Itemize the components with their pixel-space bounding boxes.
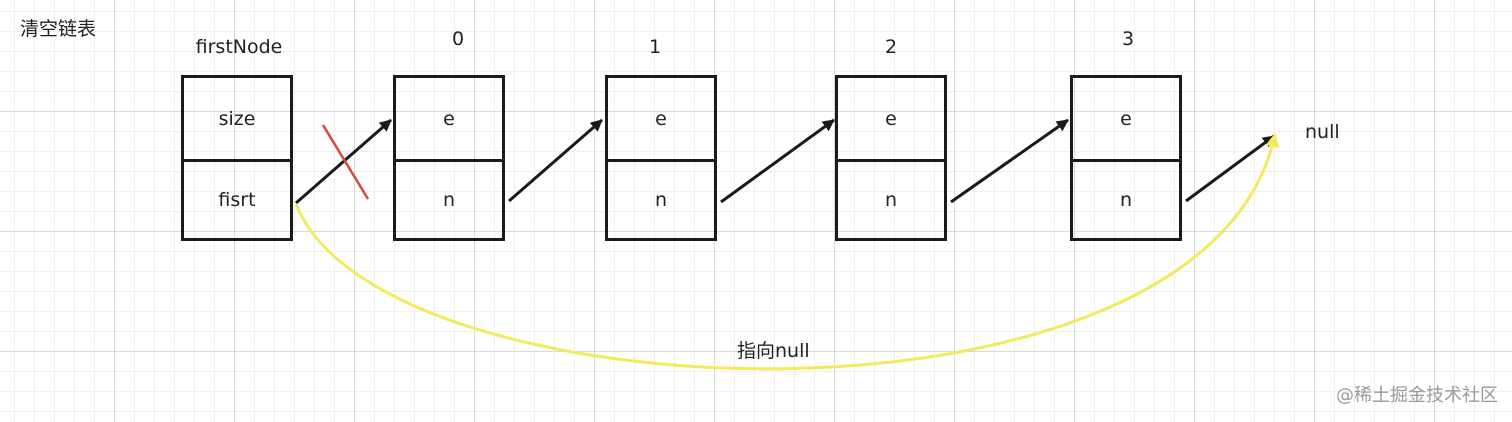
node-2-element: e <box>838 78 944 162</box>
node-index-2: 2 <box>884 36 898 58</box>
head-node: size fisrt <box>181 75 293 241</box>
node-index-3: 3 <box>1121 28 1135 50</box>
cross-out-mark <box>321 124 370 200</box>
list-node-3: e n <box>1070 75 1182 241</box>
node-3-next: n <box>1119 189 1133 211</box>
node-2-next: n <box>884 189 898 211</box>
node-index-1: 1 <box>648 36 662 58</box>
pointer-arrow-1-to-2 <box>720 118 835 204</box>
diagram-title: 清空链表 <box>20 18 97 40</box>
node-3-element: e <box>1073 78 1179 162</box>
null-pointer-curve <box>294 132 1280 371</box>
pointer-arrow-2-to-3 <box>950 118 1069 204</box>
head-first-field: fisrt <box>218 189 256 211</box>
watermark: @稀土掘金技术社区 <box>1336 385 1498 406</box>
node-1-next: n <box>654 189 668 211</box>
curve-label: 指向null <box>737 340 810 362</box>
pointer-arrow-head-to-0 <box>295 118 392 205</box>
list-node-2: e n <box>835 75 947 241</box>
node-index-0: 0 <box>451 28 465 50</box>
null-label: null <box>1305 121 1340 143</box>
node-0-next: n <box>442 189 456 211</box>
pointer-arrow-3-to-null <box>1185 134 1275 203</box>
node-0-element: e <box>396 78 502 162</box>
head-label: firstNode <box>195 36 283 58</box>
list-node-0: e n <box>393 75 505 241</box>
pointer-arrow-0-to-1 <box>508 118 603 203</box>
head-size-field: size <box>184 78 290 162</box>
node-1-element: e <box>608 78 714 162</box>
list-node-1: e n <box>605 75 717 241</box>
